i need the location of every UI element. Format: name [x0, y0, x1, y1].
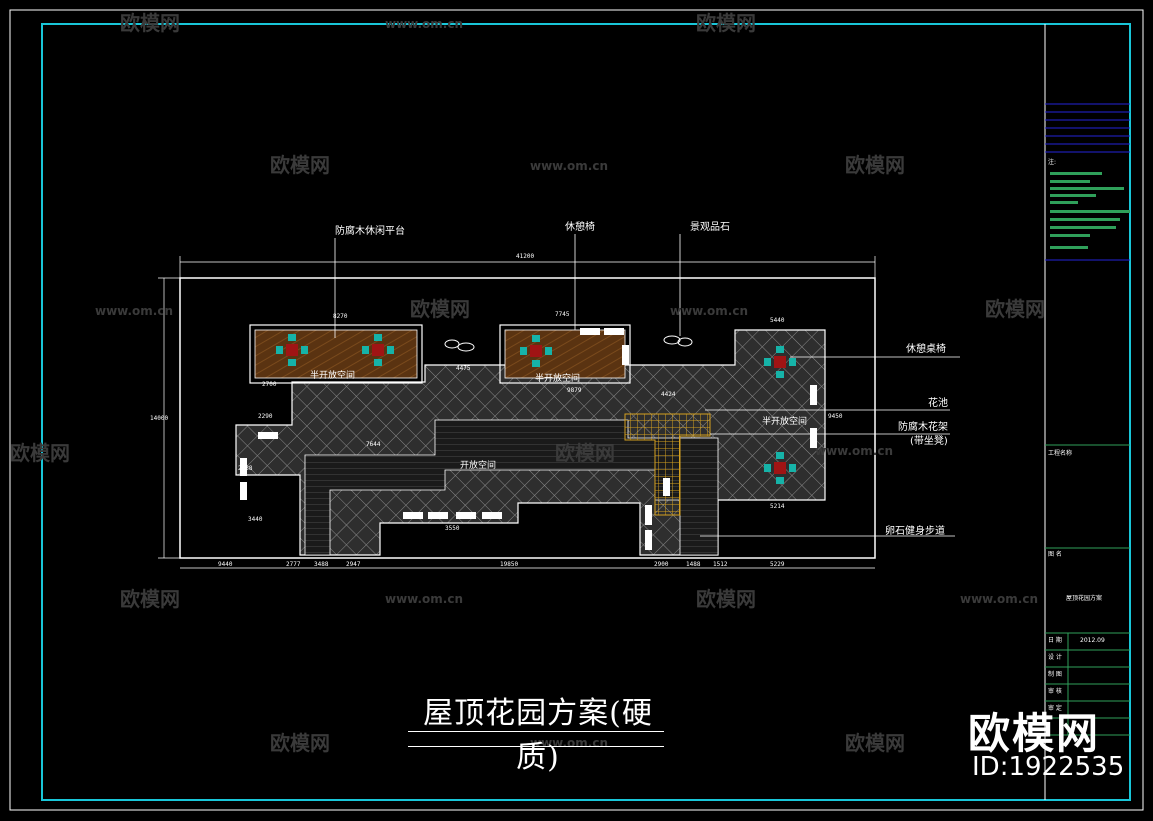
title-block — [1045, 103, 1130, 736]
svg-text:3488: 3488 — [314, 561, 329, 568]
dimension-top — [179, 256, 876, 278]
svg-text:2290: 2290 — [258, 413, 273, 420]
svg-text:19850: 19850 — [500, 561, 518, 568]
label-stone-path: 卵石健身步道 — [885, 524, 945, 537]
svg-text:2900: 2900 — [654, 561, 669, 568]
leader-lines — [334, 234, 960, 537]
title-block-texts: 注: 工程名称 图 名 屋顶花园方案 日 期 2012.09 设 计 制 图 审… — [1048, 158, 1105, 712]
svg-text:8270: 8270 — [333, 313, 348, 320]
svg-text:www.om.cn: www.om.cn — [960, 592, 1038, 606]
svg-text:2947: 2947 — [346, 561, 361, 568]
svg-text:日 期: 日 期 — [1048, 636, 1062, 644]
landscape-stones — [444, 335, 693, 352]
svg-text:www.om.cn: www.om.cn — [385, 17, 463, 31]
site-boundary — [179, 277, 876, 559]
svg-text:41200: 41200 — [516, 253, 534, 260]
svg-text:审 核: 审 核 — [1048, 687, 1062, 695]
svg-text:9879: 9879 — [567, 387, 582, 394]
dimension-texts: 41200 8270 7745 5440 4475 4424 9879 7644… — [150, 253, 843, 532]
title-block-rows — [1045, 444, 1130, 736]
svg-text:5214: 5214 — [770, 503, 785, 510]
svg-text:屋顶花园方案: 屋顶花园方案 — [1066, 594, 1102, 602]
watermarks: 欧模网 www.om.cn 欧模网 欧模网 www.om.cn 欧模网 www.… — [10, 11, 1045, 755]
svg-text:欧模网: 欧模网 — [120, 587, 180, 611]
benches — [240, 328, 817, 550]
svg-text:9440: 9440 — [218, 561, 233, 568]
svg-text:设 计: 设 计 — [1048, 653, 1062, 661]
svg-text:1488: 1488 — [686, 561, 701, 568]
table-set-4 — [764, 346, 796, 378]
svg-text:工程名称: 工程名称 — [1048, 449, 1072, 457]
pebble-path — [679, 437, 719, 556]
table-set-2 — [362, 334, 394, 366]
svg-text:审 定: 审 定 — [1048, 704, 1062, 712]
wood-pergola — [624, 413, 711, 516]
label-flower-pond: 花池 — [928, 396, 948, 409]
label-wood-pergola: 防腐木花架 — [898, 420, 948, 433]
svg-text:14000: 14000 — [150, 415, 168, 422]
label-leisure-chair: 休憩椅 — [565, 220, 595, 233]
svg-text:注:: 注: — [1048, 158, 1056, 166]
svg-text:图 名: 图 名 — [1048, 550, 1062, 558]
svg-text:3440: 3440 — [248, 516, 263, 523]
title-underline-2 — [408, 746, 664, 747]
zone-semi-open-1: 半开放空间 — [310, 369, 355, 381]
svg-text:2700: 2700 — [262, 381, 277, 388]
svg-text:欧模网: 欧模网 — [410, 297, 470, 321]
svg-text:欧模网: 欧模网 — [10, 441, 70, 465]
title-underline-1 — [408, 731, 664, 732]
zone-open-space: 开放空间 — [460, 459, 496, 471]
svg-text:www.om.cn: www.om.cn — [530, 159, 608, 173]
title-block-notes — [1050, 172, 1130, 249]
label-landscape-stone: 景观品石 — [690, 221, 730, 233]
table-set-5 — [764, 452, 796, 484]
svg-text:欧模网: 欧模网 — [845, 731, 905, 755]
svg-text:欧模网: 欧模网 — [696, 587, 756, 611]
label-table-chairs: 休憩桌椅 — [906, 342, 946, 355]
brand-id: ID:1922535 — [972, 752, 1125, 782]
svg-text:www.om.cn: www.om.cn — [385, 592, 463, 606]
drawing-title: 屋顶花园方案(硬质) — [423, 696, 653, 775]
svg-text:3550: 3550 — [445, 525, 460, 532]
svg-text:9450: 9450 — [828, 413, 843, 420]
zone-labels: 半开放空间 半开放空间 半开放空间 开放空间 — [310, 369, 807, 471]
sheet-frame — [9, 9, 1144, 811]
svg-text:制 图: 制 图 — [1048, 670, 1062, 678]
brand-logo: 欧模网 — [968, 709, 1101, 758]
svg-text:欧模网: 欧模网 — [555, 441, 615, 465]
table-set-1 — [276, 334, 308, 366]
svg-text:5229: 5229 — [770, 561, 785, 568]
svg-text:www.om.cn: www.om.cn — [95, 304, 173, 318]
svg-text:欧模网: 欧模网 — [270, 153, 330, 177]
svg-text:7644: 7644 — [366, 441, 381, 448]
dimension-bottom-texts: 9440 2777 3488 2947 19850 2900 1488 1512… — [218, 561, 785, 568]
svg-text:欧模网: 欧模网 — [696, 11, 756, 35]
svg-text:7745: 7745 — [555, 311, 570, 318]
svg-text:4424: 4424 — [661, 391, 676, 398]
zone-semi-open-3: 半开放空间 — [762, 415, 807, 427]
svg-text:2738: 2738 — [238, 465, 253, 472]
zone-semi-open-2: 半开放空间 — [535, 372, 580, 384]
table-set-3 — [520, 335, 552, 367]
label-pergola-sub: (带坐凳) — [910, 435, 948, 447]
svg-text:www.om.cn: www.om.cn — [815, 444, 893, 458]
svg-text:5440: 5440 — [770, 317, 785, 324]
svg-text:4475: 4475 — [456, 365, 471, 372]
label-wood-platform: 防腐木休闲平台 — [335, 224, 405, 237]
svg-text:欧模网: 欧模网 — [270, 731, 330, 755]
title-block-blue-lines — [1045, 103, 1130, 261]
svg-text:2012.09: 2012.09 — [1080, 637, 1105, 644]
svg-text:欧模网: 欧模网 — [845, 153, 905, 177]
svg-text:www.om.cn: www.om.cn — [670, 304, 748, 318]
svg-text:2777: 2777 — [286, 561, 301, 568]
dimension-left — [158, 277, 180, 559]
svg-text:欧模网: 欧模网 — [985, 297, 1045, 321]
callouts: 防腐木休闲平台 休憩椅 景观品石 休憩桌椅 花池 防腐木花架 (带坐凳) 卵石健… — [335, 220, 948, 537]
svg-text:欧模网: 欧模网 — [120, 11, 180, 35]
svg-text:1512: 1512 — [713, 561, 728, 568]
